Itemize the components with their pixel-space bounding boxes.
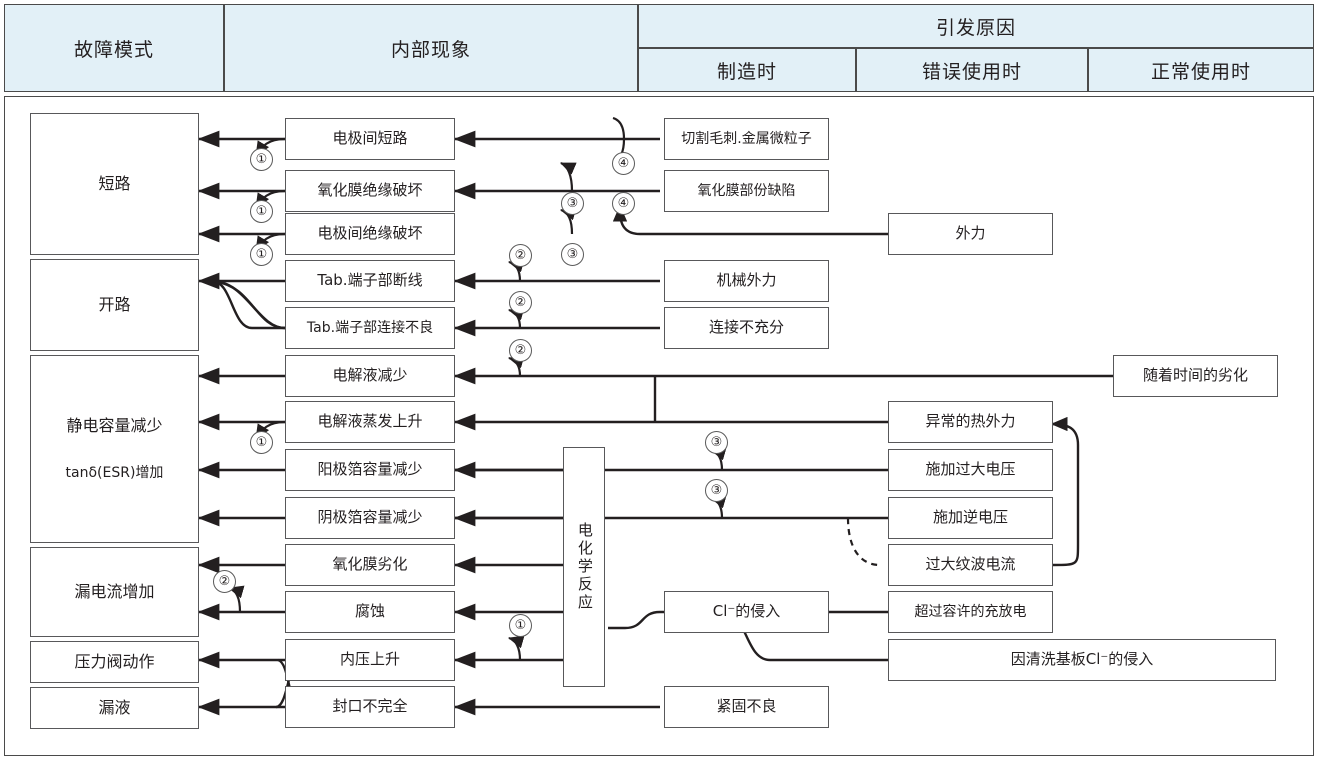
marker-1: ① xyxy=(509,614,532,637)
phenomenon-box-electrolyte-evaporation[interactable]: 电解液蒸发上升 xyxy=(285,401,455,443)
phenomenon-box-corrosion[interactable]: 腐蚀 xyxy=(285,591,455,633)
phenomenon-box-electrode-insulation-breakdown[interactable]: 电极间绝缘破坏 xyxy=(285,213,455,255)
phenomenon-box-tab-terminal-poor-connection[interactable]: Tab.端子部连接不良 xyxy=(285,307,455,349)
header-cause-manufacturing: 制造时 xyxy=(638,48,856,92)
failure-mode-box-pressure-valve[interactable]: 压力阀动作 xyxy=(30,641,199,683)
marker-3: ③ xyxy=(705,479,728,502)
cause-box-oxide-film-partial-defect[interactable]: 氧化膜部份缺陷 xyxy=(664,170,829,212)
phenomenon-box-anode-foil-capacitance-drop[interactable]: 阳极箔容量减少 xyxy=(285,449,455,491)
phenomenon-box-tab-terminal-break[interactable]: Tab.端子部断线 xyxy=(285,260,455,302)
marker-4: ④ xyxy=(612,152,635,175)
failure-mode-box-leakage-current[interactable]: 漏电流增加 xyxy=(30,547,199,637)
cause-box-external-force[interactable]: 外力 xyxy=(888,213,1053,255)
marker-3: ③ xyxy=(561,192,584,215)
cause-box-board-cleaning-chloride-intrusion[interactable]: 因清洗基板Cl⁻的侵入 xyxy=(888,639,1276,681)
header-causes: 引发原因 xyxy=(638,4,1314,48)
phenomenon-box-cathode-foil-capacitance-drop[interactable]: 阴极箔容量减少 xyxy=(285,497,455,539)
marker-1: ① xyxy=(250,243,273,266)
phenomenon-box-incomplete-sealing[interactable]: 封口不完全 xyxy=(285,686,455,728)
header-cause-misuse: 错误使用时 xyxy=(856,48,1088,92)
cause-box-mechanical-external-force[interactable]: 机械外力 xyxy=(664,260,829,302)
phenomenon-box-oxide-film-insulation-breakdown[interactable]: 氧化膜绝缘破坏 xyxy=(285,170,455,212)
marker-2: ② xyxy=(509,291,532,314)
marker-3: ③ xyxy=(561,243,584,266)
phenomenon-box-electrolyte-decrease[interactable]: 电解液减少 xyxy=(285,355,455,397)
cause-box-excessive-ripple-current[interactable]: 过大纹波电流 xyxy=(888,544,1053,586)
cause-box-insufficient-connection[interactable]: 连接不充分 xyxy=(664,307,829,349)
reaction-box-electrochemical[interactable]: 电化学反应 xyxy=(563,447,605,687)
marker-2: ② xyxy=(509,339,532,362)
failure-mode-label-line2: tanδ(ESR)增加 xyxy=(65,465,164,482)
marker-1: ① xyxy=(250,148,273,171)
header-internal-phenomena: 内部现象 xyxy=(224,4,638,92)
cause-box-overvoltage-applied[interactable]: 施加过大电压 xyxy=(888,449,1053,491)
cause-box-abnormal-thermal-force[interactable]: 异常的热外力 xyxy=(888,401,1053,443)
cause-box-poor-tightening[interactable]: 紧固不良 xyxy=(664,686,829,728)
cause-box-burr-metal-particles[interactable]: 切割毛刺.金属微粒子 xyxy=(664,118,829,160)
phenomenon-box-internal-pressure-rise[interactable]: 内压上升 xyxy=(285,639,455,681)
marker-1: ① xyxy=(250,431,273,454)
failure-mode-box-open-circuit[interactable]: 开路 xyxy=(30,259,199,351)
failure-mode-box-short-circuit[interactable]: 短路 xyxy=(30,113,199,255)
cause-box-reverse-voltage-applied[interactable]: 施加逆电压 xyxy=(888,497,1053,539)
cause-box-excessive-charge-discharge[interactable]: 超过容许的充放电 xyxy=(888,591,1053,633)
failure-mode-box-liquid-leak[interactable]: 漏液 xyxy=(30,687,199,729)
failure-mode-label-line1: 静电容量减少 xyxy=(66,416,163,436)
phenomenon-box-oxide-film-degradation[interactable]: 氧化膜劣化 xyxy=(285,544,455,586)
marker-2: ② xyxy=(509,244,532,267)
marker-1: ① xyxy=(250,200,273,223)
failure-mode-box-capacitance-drop[interactable]: 静电容量减少 tanδ(ESR)增加 xyxy=(30,355,199,543)
cause-box-aging-over-time[interactable]: 随着时间的劣化 xyxy=(1113,355,1278,397)
cause-box-chloride-ion-intrusion[interactable]: Cl⁻的侵入 xyxy=(664,591,829,633)
header-failure-mode: 故障模式 xyxy=(4,4,224,92)
marker-4: ④ xyxy=(612,192,635,215)
phenomenon-box-electrode-short[interactable]: 电极间短路 xyxy=(285,118,455,160)
marker-3: ③ xyxy=(705,431,728,454)
header-cause-normal: 正常使用时 xyxy=(1088,48,1314,92)
marker-2: ② xyxy=(213,570,236,593)
